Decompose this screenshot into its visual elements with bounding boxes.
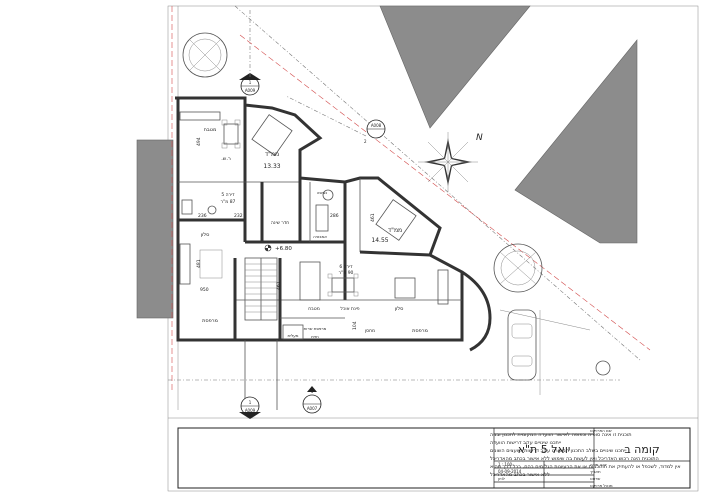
callout-bottom-ref: A009 [245, 408, 256, 413]
room-label-balcony1: מרפסת [202, 318, 218, 324]
room-label-dining: פינת אוכל [340, 307, 359, 312]
section-callout-top [239, 10, 261, 96]
parking-line [499, 309, 591, 331]
section-callout-side [285, 95, 386, 139]
kitchen-furniture [179, 111, 241, 149]
apt1-label: דירה 5 [221, 192, 235, 198]
section-callout-bottom [239, 396, 261, 419]
neighbor-building-right [514, 39, 638, 244]
north-label: N [476, 133, 483, 143]
room-area-mamad: 14.55 [371, 237, 388, 244]
callout-bottom2-ref: A007 [307, 406, 318, 411]
section-callout-bottom2 [302, 386, 322, 414]
title-note-1: תוכנית זו אינה סופית וכפופה לאישור הוועד… [490, 432, 632, 438]
apt2-area: 90 מ"ר [339, 270, 354, 276]
dim-2: 232 [234, 213, 243, 219]
title-note-5: אין למדוד, לשכפל או להעתיק את התוכניות א… [490, 464, 681, 470]
dim-8: 104 [352, 321, 358, 330]
setback-line-red [239, 34, 651, 351]
tree-icon-top [182, 32, 228, 78]
neighbor-building-top [379, 5, 531, 129]
sheet-title: קומה ב [624, 443, 659, 456]
title-note-3: ייתכנו שינויים בשלב התכנון המפורט עקב דר… [490, 448, 626, 454]
room-label-storage: מחסן [365, 329, 375, 334]
room-label-parents: חדר שינה [271, 221, 289, 226]
bath-fixtures [181, 189, 334, 232]
room-label-living: סלון [201, 232, 210, 238]
bed-master [251, 114, 293, 156]
neighbor-building-left [136, 139, 174, 319]
project-name: יואל 5 ת"א [518, 443, 571, 456]
north-arrow-icon [418, 132, 478, 192]
apt2-label: דירה 6 [339, 264, 353, 270]
callout-top-num: 1 [249, 80, 252, 85]
kitchen2-counter [299, 261, 321, 301]
dim-1: 236 [198, 213, 207, 219]
dim-3: 286 [330, 213, 339, 219]
building-outline [175, 96, 492, 352]
room-label-balcony2: מרפסת [412, 328, 428, 334]
room-label-bath: אמבטיה [313, 234, 327, 239]
dim-5: 461 [370, 213, 376, 222]
title-block [177, 427, 691, 489]
callout-bottom-num: 1 [249, 400, 252, 405]
elevation-marker [264, 244, 272, 252]
dim-9: 461 [276, 281, 282, 290]
drawn-label: שרטט [590, 476, 600, 481]
scale-value: 1 : 100 [498, 462, 513, 467]
tree-icon-small [595, 360, 611, 376]
sofa-living1 [179, 243, 223, 285]
room-label-elevator: מעלית [287, 333, 298, 338]
scale-label: קנה מידה [590, 462, 607, 467]
room-label-facade: חזית [311, 334, 319, 339]
room-label-bathroom: ר.ש. [221, 156, 231, 162]
callout-top-ref: A009 [245, 88, 256, 93]
room-area-master: 13.33 [263, 163, 280, 170]
room-label-kitchen: מטבח [204, 127, 217, 133]
dim-4: 950 [200, 287, 209, 293]
title-note-6: ללא אישור בכתב מהאדריכל [490, 472, 550, 478]
room-label-laundry: כביסה [317, 190, 328, 195]
room-label-mamad: ממ"ד [388, 227, 402, 234]
callout-side-num: 2 [364, 139, 367, 144]
title-note-2: ייתכנו שינויים עקב דרישות הוועדה [490, 440, 561, 446]
date-value: 04-09-2014 [498, 469, 522, 474]
callout-side-ref: A008 [371, 123, 382, 128]
tree-icon-right [493, 243, 543, 293]
manager-label: מנהל פרויקט [590, 483, 613, 488]
callout-bottom2-num: 1 [311, 389, 314, 394]
room-label-kitchen2: מטבח [308, 307, 320, 312]
stairwell [244, 257, 278, 410]
drawn-value: לניון [498, 476, 505, 481]
title-note-4: התוכנית הינה רכוש האדריכל ואין לעשות בה … [490, 456, 659, 462]
car-icon [507, 309, 537, 381]
room-label-master: ממ"ד [265, 151, 279, 158]
dim-6: 481 [196, 259, 202, 268]
apt1-area: 87 מ"ר [221, 199, 236, 205]
room-label-service-balcony: מרפסת שרות [304, 326, 327, 331]
title-header-label: שם הפרויקט [590, 428, 612, 433]
elevator-shaft [282, 324, 304, 340]
dim-7: 494 [196, 137, 202, 146]
sofa-living2 [394, 269, 449, 305]
room-label-living2: סלון [395, 306, 404, 312]
elevation-label: +6.80 [275, 246, 292, 252]
interior-walls [178, 98, 462, 340]
date-label: תאריך [590, 469, 601, 474]
bed-mamad [375, 199, 417, 241]
dining-table [327, 273, 359, 297]
